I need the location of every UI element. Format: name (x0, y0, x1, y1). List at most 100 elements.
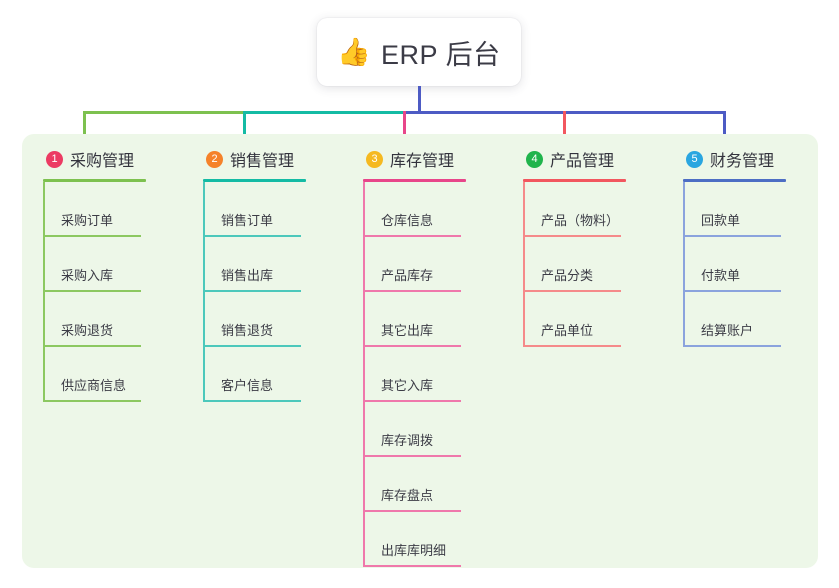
connector-trunk (418, 86, 421, 113)
branch-item-label: 采购退货 (61, 323, 114, 338)
connector-bar-segment-1 (83, 111, 246, 114)
branch-spine-3 (363, 182, 365, 567)
branch-item[interactable]: 销售订单 (203, 182, 353, 237)
branch-badge-1: 1 (46, 150, 63, 168)
branch-item-label: 仓库信息 (381, 213, 434, 228)
branch-item[interactable]: 产品分类 (523, 237, 673, 292)
branch-item-underline (523, 235, 621, 237)
branch-item-underline (523, 290, 621, 292)
branch-item-label: 产品单位 (541, 323, 594, 338)
branch-underline-1 (43, 179, 146, 182)
branch-item-label: 销售退货 (221, 323, 274, 338)
branch-item-label: 采购订单 (61, 213, 114, 228)
branch-item[interactable]: 销售退货 (203, 292, 353, 347)
branch-item-label: 采购入库 (61, 268, 114, 283)
branch-item-underline (363, 290, 461, 292)
branch-item-underline (43, 400, 141, 402)
branch-item-underline (203, 290, 301, 292)
branch-underline-5 (683, 179, 786, 182)
branch-item-underline (363, 400, 461, 402)
branch-item-list-5: 回款单付款单结算账户 (683, 182, 833, 347)
branch-item-label: 其它入库 (381, 378, 434, 393)
connector-bar-segment-2 (243, 111, 406, 114)
branch-item-label: 出库库明细 (381, 543, 447, 558)
connector-drop-4 (563, 111, 566, 147)
branch-title-1: 采购管理 (70, 153, 135, 170)
branch-item[interactable]: 采购订单 (43, 182, 193, 237)
branch-column-1: 1 采购管理采购订单采购入库采购退货供应商信息 (43, 146, 193, 402)
branch-item[interactable]: 仓库信息 (363, 182, 513, 237)
connector-drop-3 (403, 111, 406, 147)
branch-header-1[interactable]: 1 采购管理 (43, 146, 193, 172)
connector-drop-2 (243, 111, 246, 147)
branch-item[interactable]: 付款单 (683, 237, 833, 292)
thumbs-up-icon: 👍 (337, 36, 372, 67)
branch-header-4[interactable]: 4 产品管理 (523, 146, 673, 172)
branch-item-list-2: 销售订单销售出库销售退货客户信息 (203, 182, 353, 402)
branch-item-underline (363, 235, 461, 237)
branch-item-underline (683, 345, 781, 347)
branch-item-label: 客户信息 (221, 378, 274, 393)
branch-item-underline (43, 345, 141, 347)
branch-item-label: 结算账户 (701, 323, 754, 338)
branch-item[interactable]: 库存调拨 (363, 402, 513, 457)
branch-badge-2: 2 (206, 150, 223, 168)
branch-item[interactable]: 采购入库 (43, 237, 193, 292)
branch-item[interactable]: 产品库存 (363, 237, 513, 292)
branch-column-4: 4 产品管理产品（物料）产品分类产品单位 (523, 146, 673, 347)
branch-item-label: 产品库存 (381, 268, 434, 283)
branch-item[interactable]: 库存盘点 (363, 457, 513, 512)
branch-item[interactable]: 出库库明细 (363, 512, 513, 567)
branch-item[interactable]: 其它出库 (363, 292, 513, 347)
branch-item[interactable]: 产品单位 (523, 292, 673, 347)
branch-badge-5: 5 (686, 150, 703, 168)
branch-title-2: 销售管理 (230, 153, 295, 170)
branch-spine-4 (523, 182, 525, 347)
branch-item[interactable]: 回款单 (683, 182, 833, 237)
branch-item[interactable]: 结算账户 (683, 292, 833, 347)
branch-column-5: 5 财务管理回款单付款单结算账户 (683, 146, 833, 347)
branch-item-underline (363, 345, 461, 347)
branch-item-label: 库存调拨 (381, 433, 434, 448)
branch-item-list-4: 产品（物料）产品分类产品单位 (523, 182, 673, 347)
branch-underline-3 (363, 179, 466, 182)
branches-panel (22, 134, 818, 568)
branch-item-underline (43, 235, 141, 237)
branch-item-label: 销售订单 (221, 213, 274, 228)
connector-drop-1 (83, 111, 86, 147)
branch-item-label: 库存盘点 (381, 488, 434, 503)
branch-item-label: 付款单 (701, 268, 741, 283)
branch-item[interactable]: 销售出库 (203, 237, 353, 292)
branch-item-underline (683, 290, 781, 292)
branch-item-label: 回款单 (701, 213, 741, 228)
branch-item-label: 销售出库 (221, 268, 274, 283)
branch-item[interactable]: 采购退货 (43, 292, 193, 347)
branch-item-underline (203, 235, 301, 237)
branch-item-underline (363, 510, 461, 512)
branch-title-5: 财务管理 (710, 153, 775, 170)
branch-underline-4 (523, 179, 626, 182)
root-node[interactable]: 👍 ERP 后台 (317, 18, 521, 86)
root-node-label: ERP 后台 (381, 39, 501, 70)
branch-spine-5 (683, 182, 685, 347)
branch-item-label: 其它出库 (381, 323, 434, 338)
branch-item[interactable]: 产品（物料） (523, 182, 673, 237)
branch-title-4: 产品管理 (550, 153, 615, 170)
branch-item[interactable]: 其它入库 (363, 347, 513, 402)
branch-item-underline (203, 345, 301, 347)
branch-item-underline (363, 565, 461, 567)
branch-item-list-1: 采购订单采购入库采购退货供应商信息 (43, 182, 193, 402)
branch-badge-4: 4 (526, 150, 543, 168)
branch-spine-1 (43, 182, 45, 402)
branch-header-2[interactable]: 2 销售管理 (203, 146, 353, 172)
branch-header-5[interactable]: 5 财务管理 (683, 146, 833, 172)
branch-column-2: 2 销售管理销售订单销售出库销售退货客户信息 (203, 146, 353, 402)
branch-item-underline (203, 400, 301, 402)
branch-item-underline (683, 235, 781, 237)
branch-item-label: 供应商信息 (61, 378, 127, 393)
branch-item-list-3: 仓库信息产品库存其它出库其它入库库存调拨库存盘点出库库明细 (363, 182, 513, 567)
branch-item[interactable]: 供应商信息 (43, 347, 193, 402)
branch-item[interactable]: 客户信息 (203, 347, 353, 402)
